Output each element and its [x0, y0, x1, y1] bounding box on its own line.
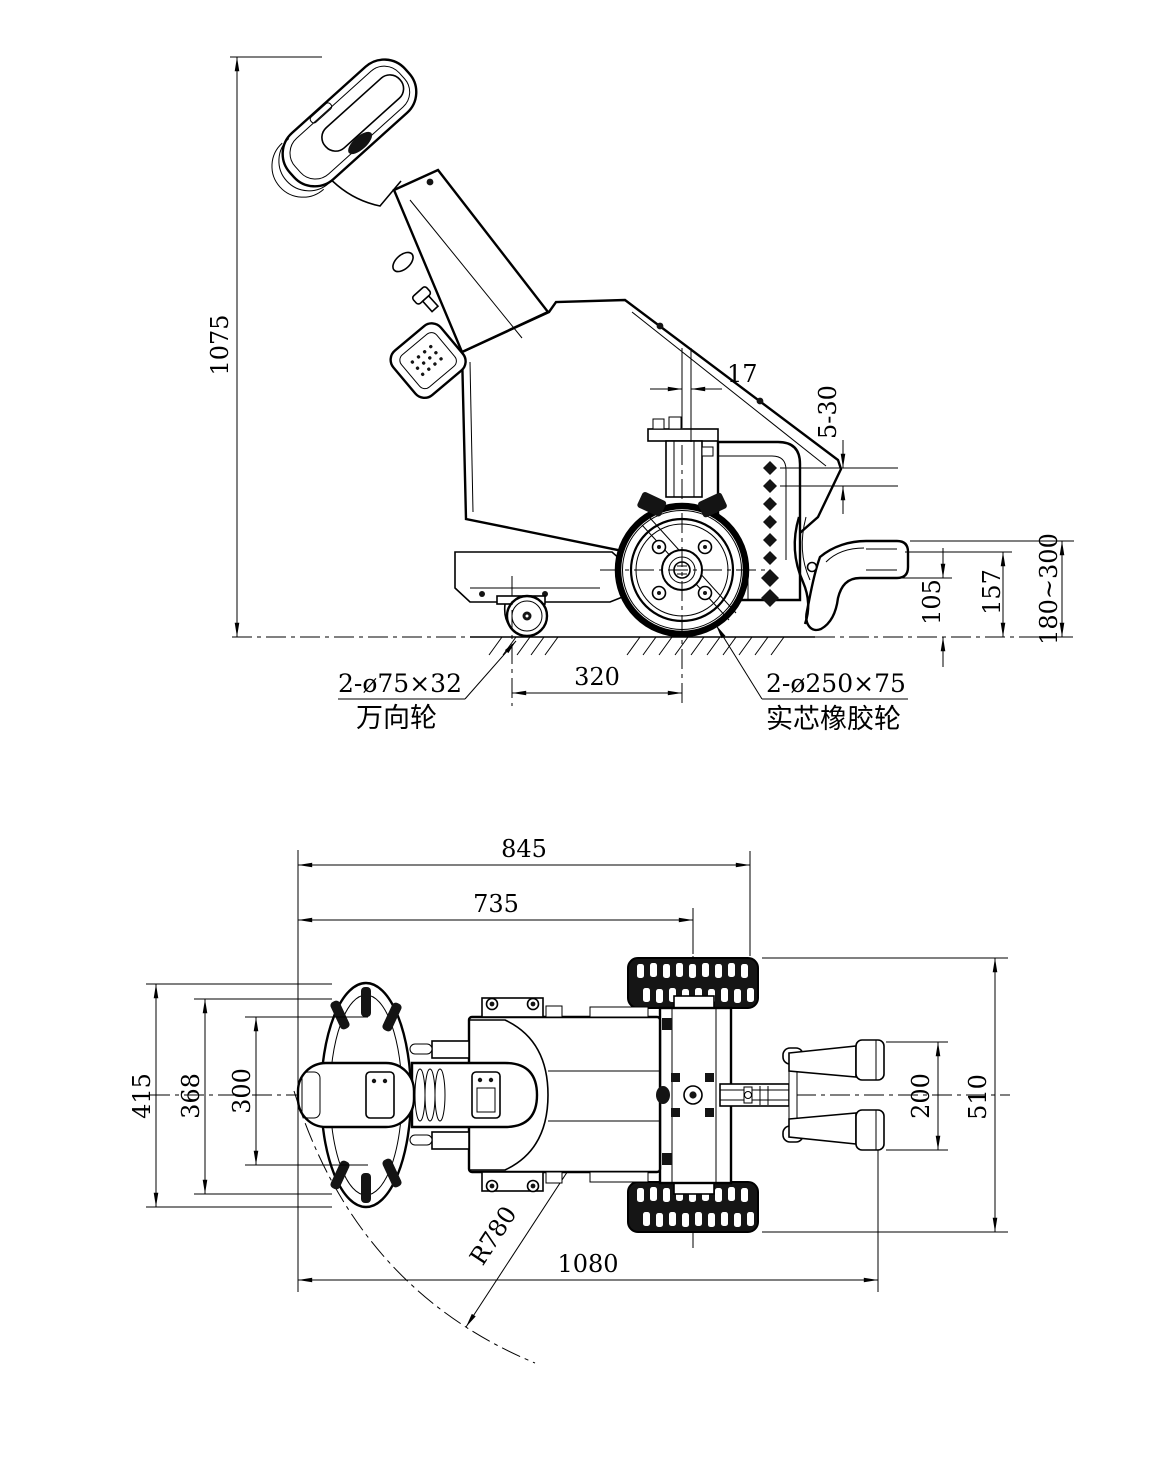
dim-overall-height: 1075: [206, 56, 322, 637]
dim-text-368: 368: [177, 1073, 205, 1119]
adjustment-holes: [761, 461, 779, 607]
dim-wheel-spacing: 320: [512, 663, 682, 696]
caster-spec-text: 2-ø75×32: [338, 669, 462, 698]
dim-text-180-300: 180~300: [1035, 533, 1063, 645]
dim-text-510: 510: [964, 1074, 992, 1120]
dim-text-300: 300: [228, 1068, 256, 1114]
wheel-bolts: [651, 539, 713, 601]
dim-text-200: 200: [907, 1073, 935, 1119]
drive-wheel-label: 2-ø250×75 实芯橡胶轮: [715, 624, 908, 735]
left-wheel-top: [627, 957, 759, 1009]
dim-axle-offset: 17: [650, 348, 758, 442]
drive-wheel-spec-text: 2-ø250×75: [766, 669, 906, 698]
dim-200: 200: [886, 1041, 948, 1151]
tiller-mount: [410, 1061, 539, 1129]
side-view-dimensions: 1075 17 5-30: [206, 56, 1074, 735]
chassis-beam: [454, 551, 652, 603]
dim-text-1080: 1080: [557, 1250, 618, 1278]
dim-text-105: 105: [918, 579, 946, 625]
top-view-dimensions: 845 735 415 368 30: [128, 835, 1008, 1292]
dim-hitch-height-range: 180~300: [1035, 533, 1065, 645]
dim-845: 845: [298, 835, 750, 868]
dim-text-17: 17: [727, 360, 758, 388]
tiller-head: [271, 58, 418, 198]
caster-label: 2-ø75×32 万向轮: [338, 640, 517, 734]
dim-hitch-height-1: 105: [918, 548, 946, 667]
dim-text-845: 845: [501, 835, 547, 863]
top-view: R780: [128, 835, 1010, 1364]
tug-machine-side: [271, 58, 910, 638]
clamp-screw: [411, 286, 440, 313]
dim-text-320: 320: [574, 663, 620, 691]
dim-1080: 1080: [298, 1150, 879, 1292]
tow-hook: [793, 516, 910, 632]
tiller-head-top: [296, 981, 416, 1209]
dim-text-157: 157: [978, 569, 1006, 615]
ground-hatch: [488, 636, 785, 656]
mast: [392, 168, 550, 354]
adjust-knob: [392, 251, 414, 273]
dim-510: 510: [762, 957, 1008, 1233]
brake-block-right: [698, 492, 727, 518]
dim-735: 735: [298, 890, 693, 923]
dim-text-5-30: 5-30: [814, 385, 842, 439]
tug-machine-top: [296, 957, 885, 1233]
dim-text-735: 735: [473, 890, 519, 918]
dim-text-415: 415: [128, 1073, 156, 1119]
drive-wheel-name-text: 实芯橡胶轮: [766, 704, 901, 735]
dim-hitch-height-2: 157: [978, 552, 1006, 637]
dim-text-1075: 1075: [206, 314, 234, 375]
caster-name-text: 万向轮: [356, 703, 437, 734]
axle-mount: [647, 416, 719, 498]
dim-300: 300: [228, 1017, 259, 1165]
battery-box: [389, 322, 467, 400]
dim-hole-pitch: 5-30: [780, 385, 898, 514]
drawbar-hitch: [656, 1039, 885, 1151]
dim-415: 415: [128, 984, 159, 1207]
side-view: 1075 17 5-30: [206, 56, 1074, 735]
dim-368: 368: [177, 999, 208, 1194]
caster-wheel: [496, 594, 549, 638]
ground-line: [232, 636, 1074, 656]
brake-block-left: [637, 492, 667, 517]
release-lever: [793, 516, 810, 625]
dim-text-r780: R780: [464, 1201, 522, 1270]
